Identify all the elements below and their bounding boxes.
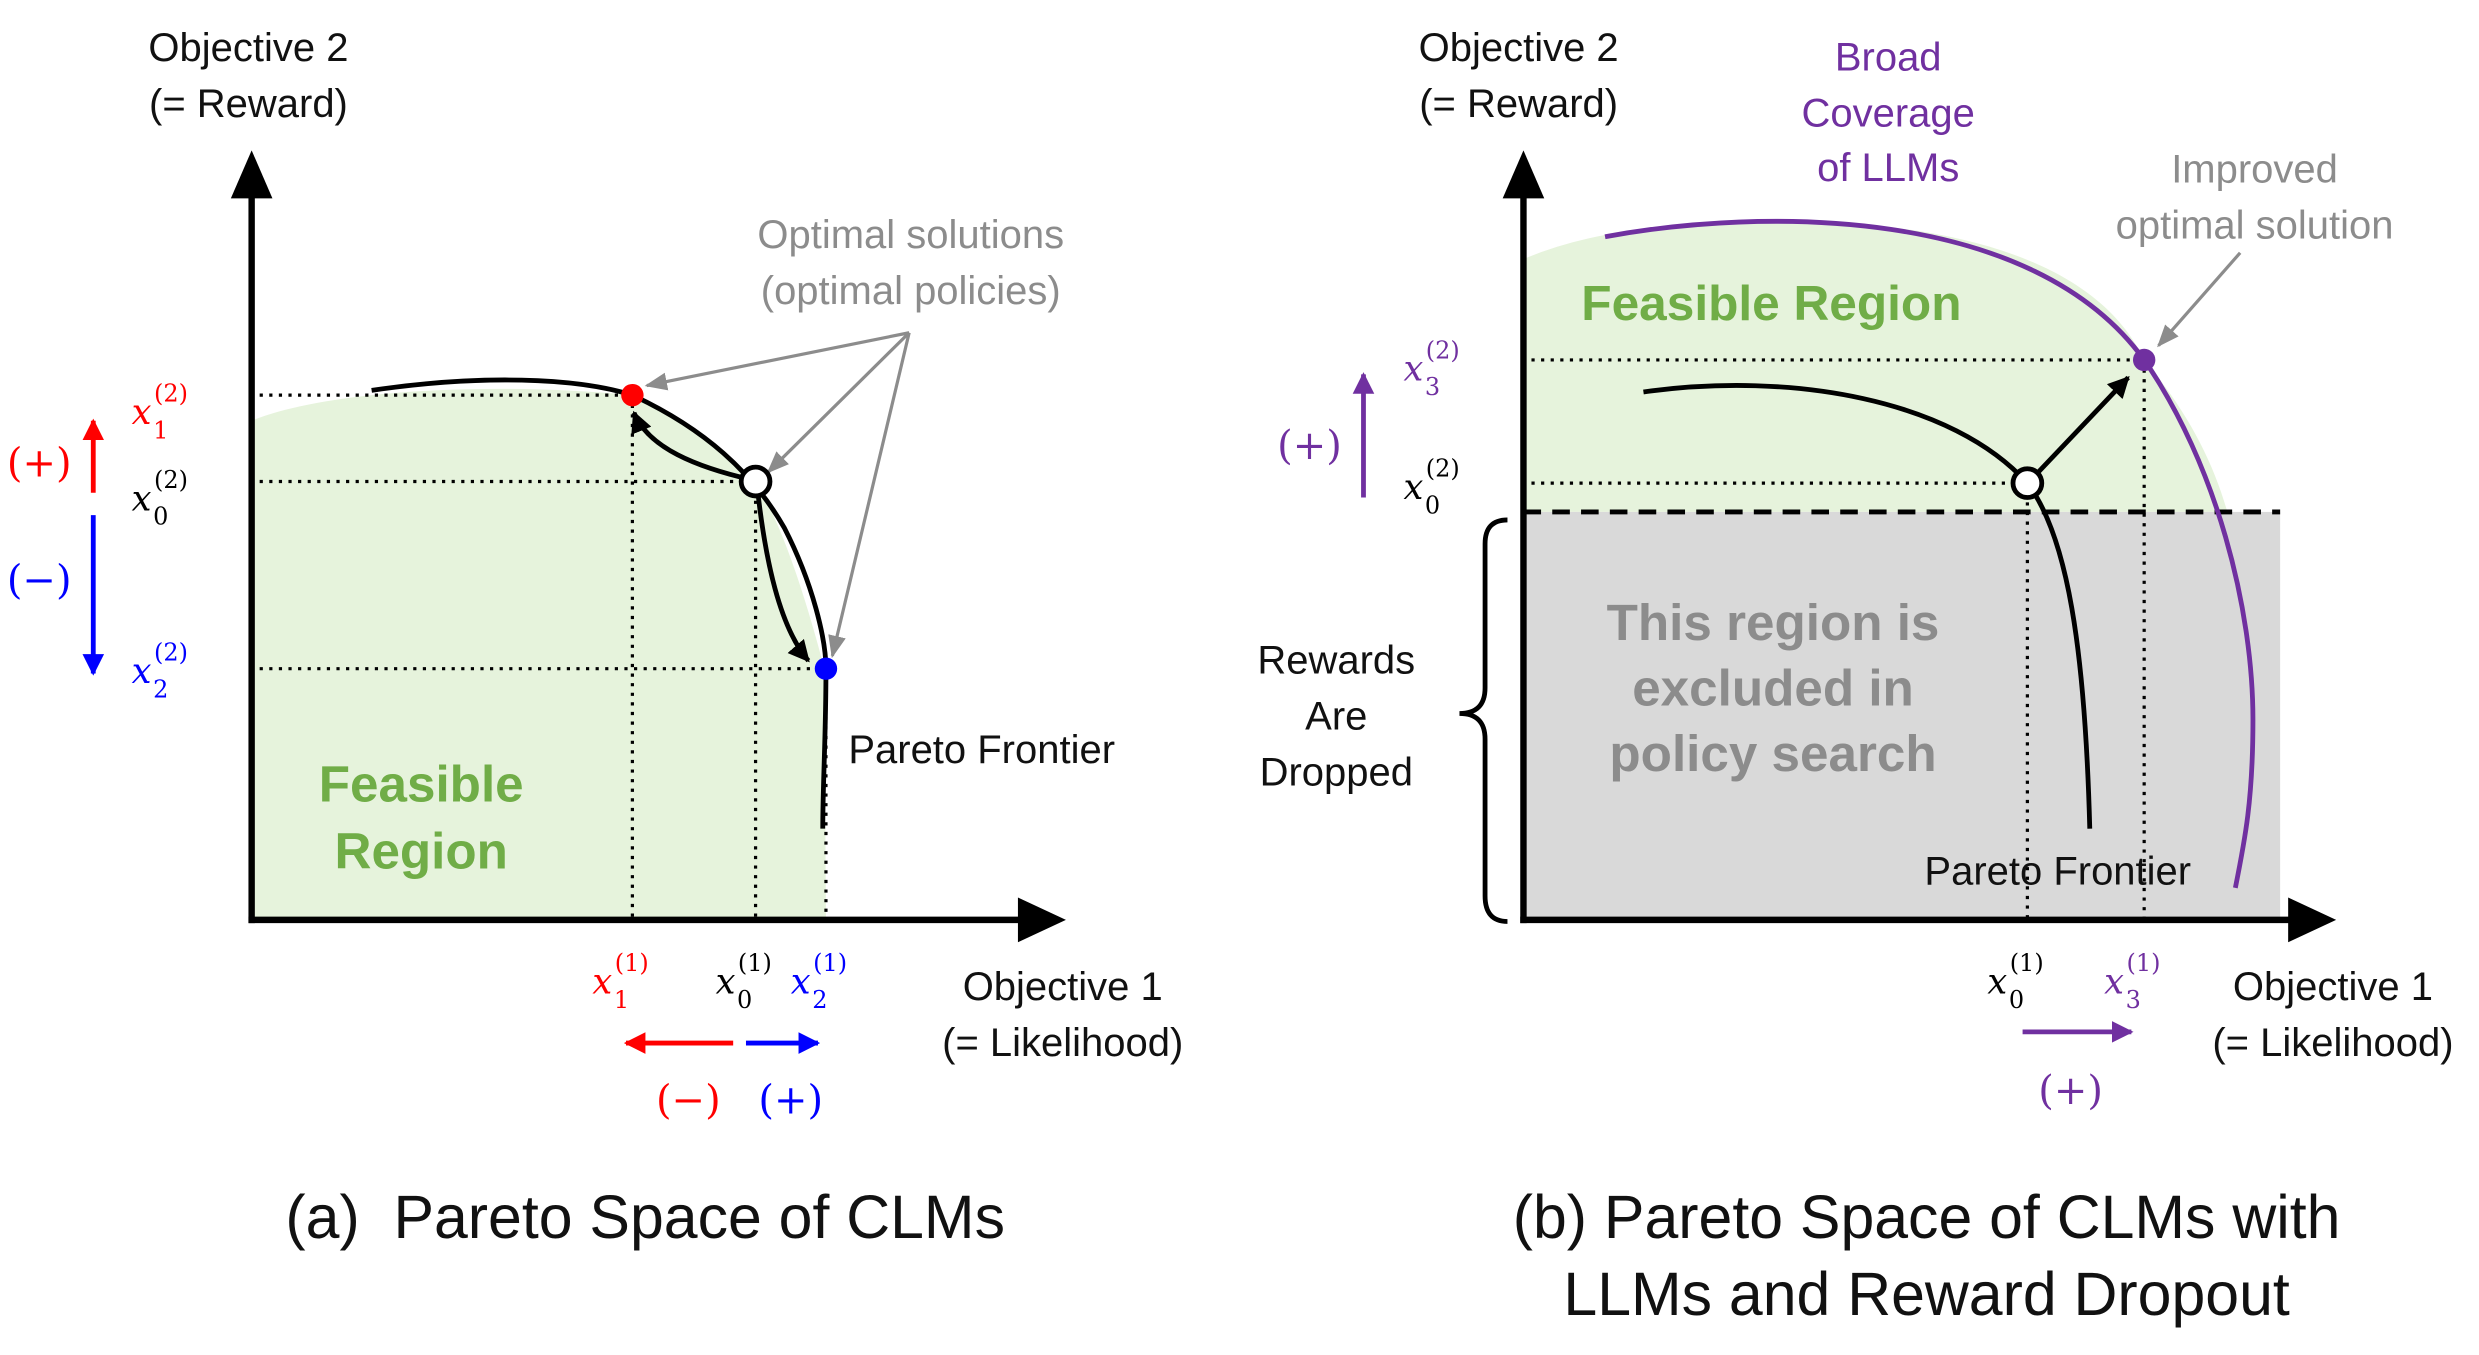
y-axis-label-a-2: (= Reward) bbox=[149, 82, 348, 126]
broad-coverage-label-3: of LLMs bbox=[1817, 146, 1959, 190]
optimal-annotation-arrows bbox=[644, 331, 911, 659]
optimal-label-2: (optimal policies) bbox=[761, 269, 1061, 313]
x-plus-label: (+) bbox=[758, 1077, 823, 1123]
improved-annotation-arrow bbox=[2157, 251, 2242, 348]
feasible-region-a bbox=[251, 388, 826, 920]
x-plus-label-b: (+) bbox=[2038, 1068, 2103, 1114]
excluded-label-3: policy search bbox=[1609, 725, 1936, 782]
arrow-to-x1 bbox=[631, 410, 753, 483]
x-axis-label-a-2: (= Likelihood) bbox=[942, 1021, 1183, 1065]
y-axis-label-a-1: Objective 2 bbox=[148, 26, 348, 70]
feasible-label-a-2: Region bbox=[334, 823, 507, 880]
excluded-label-1: This region is bbox=[1607, 594, 1940, 651]
optimal-label-1: Optimal solutions bbox=[757, 213, 1064, 257]
arrow-to-x2 bbox=[754, 486, 811, 663]
improved-label-2: optimal solution bbox=[2116, 203, 2394, 247]
axes-b bbox=[1502, 150, 2337, 943]
feasible-label-b: Feasible Region bbox=[1581, 275, 1961, 331]
x-axis-label-b-1: Objective 1 bbox=[2233, 965, 2433, 1009]
y-plus-label-b: (+) bbox=[1277, 423, 1342, 469]
panel-a: Objective 2 (= Reward) Objective 1 (= Li… bbox=[7, 26, 1183, 1251]
feasible-region-b bbox=[1523, 221, 2228, 512]
guide-lines-a bbox=[259, 393, 828, 920]
y-minus-label: (−) bbox=[7, 558, 72, 604]
caption-b-1: (b) Pareto Space of CLMs with bbox=[1513, 1183, 2341, 1251]
x-axis-label-b-2: (= Likelihood) bbox=[2212, 1021, 2453, 1065]
caption-a: (a) Pareto Space of CLMs bbox=[285, 1183, 1005, 1251]
x-axis-label-a-1: Objective 1 bbox=[963, 965, 1163, 1009]
axes-a bbox=[230, 150, 1066, 943]
point-x0 bbox=[738, 464, 773, 499]
point-x3 bbox=[2132, 348, 2156, 372]
point-x0-b bbox=[2010, 466, 2045, 500]
broad-coverage-label-1: Broad bbox=[1835, 35, 1942, 79]
dropped-label-3: Dropped bbox=[1260, 750, 1413, 794]
guide-lines-b bbox=[1531, 358, 2146, 920]
broad-coverage-curve bbox=[1604, 218, 2256, 889]
excluded-region bbox=[1523, 511, 2281, 919]
dropped-label-1: Rewards bbox=[1257, 639, 1415, 683]
caption-b-2: LLMs and Reward Dropout bbox=[1563, 1260, 2289, 1328]
panel-b: Objective 2 (= Reward) Objective 1 (= Li… bbox=[1257, 26, 2453, 1328]
excluded-label-2: excluded in bbox=[1632, 659, 1914, 716]
broad-coverage-label-2: Coverage bbox=[1802, 91, 1975, 135]
dropped-label-2: Are bbox=[1305, 694, 1367, 738]
improved-label-1: Improved bbox=[2171, 147, 2338, 191]
y-plus-label: (+) bbox=[7, 441, 72, 487]
dropout-brace bbox=[1459, 517, 1508, 924]
point-x1 bbox=[621, 383, 644, 407]
pareto-label-b: Pareto Frontier bbox=[1924, 850, 2191, 894]
x-minus-label: (−) bbox=[656, 1077, 721, 1123]
y-axis-label-b-1: Objective 2 bbox=[1419, 26, 1619, 70]
pareto-curve-a bbox=[371, 377, 829, 829]
pareto-label-a: Pareto Frontier bbox=[848, 728, 1115, 772]
improvement-arrow bbox=[2035, 375, 2130, 476]
point-x2 bbox=[814, 657, 838, 680]
feasible-label-a-1: Feasible bbox=[319, 755, 524, 812]
y-axis-label-b-2: (= Reward) bbox=[1419, 82, 1618, 126]
